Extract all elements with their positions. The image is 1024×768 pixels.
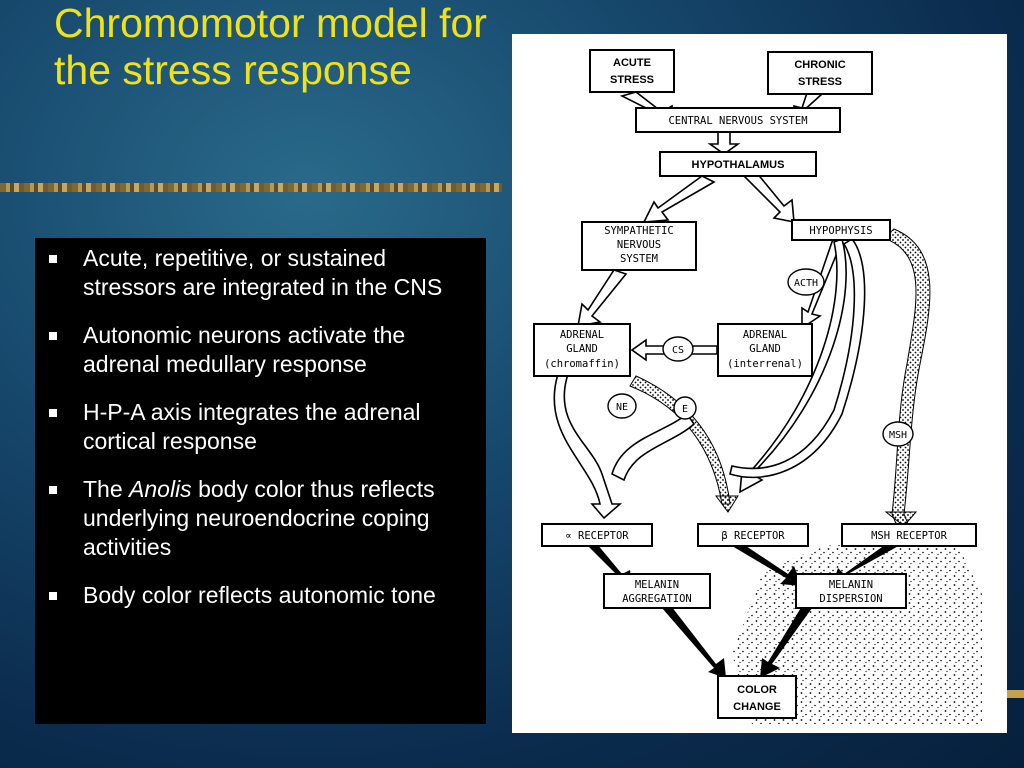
decorative-divider [0, 183, 502, 192]
node-adrenal-chromaffin: ADRENAL GLAND (chromaffin) [533, 323, 631, 377]
node-text: DISPERSION [819, 593, 882, 605]
msh-arrowhead [884, 511, 918, 527]
node-text: GLAND [749, 343, 781, 355]
label-ne [607, 393, 637, 419]
bullet-text-italic: Anolis [129, 476, 192, 502]
arrow-hypothalamus-to-hypophysis [742, 171, 795, 223]
node-text: STRESS [798, 76, 842, 88]
arrow-hypothalamus-to-sympathetic [642, 175, 716, 223]
bullet-item: H-P-A axis integrates the adrenal cortic… [49, 398, 468, 456]
node-text: MSH RECEPTOR [871, 530, 948, 542]
e-arrowhead [715, 495, 739, 513]
bullet-text-pre: The [83, 476, 130, 502]
arrow-ne-split [611, 412, 696, 482]
arrow-hypophysis-loop [729, 237, 866, 479]
label-acth-text: ACTH [794, 278, 818, 289]
bullet-square-icon [49, 592, 57, 600]
node-alpha-receptor: ∝ RECEPTOR [541, 523, 653, 547]
msh-pathway [883, 228, 931, 527]
node-text: GLAND [566, 343, 598, 355]
bullet-item: Body color reflects autonomic tone [49, 581, 468, 610]
bullet-text: Acute, repetitive, or sustained stressor… [83, 245, 443, 300]
label-acth [787, 268, 825, 296]
node-sympathetic-nervous-system: SYMPATHETIC NERVOUS SYSTEM [581, 221, 697, 271]
node-text: SYMPATHETIC [604, 225, 674, 237]
chromomotor-diagram: ACTH CS NE E MSH ACUTE STRESS CHRONIC ST… [512, 34, 1007, 733]
label-ne-text: NE [616, 402, 628, 413]
node-text: NERVOUS [617, 239, 661, 251]
arrow-dispersion-to-color [760, 606, 812, 678]
node-text: β RECEPTOR [721, 530, 785, 542]
arrow-ne-to-alpha [553, 373, 623, 520]
label-e-text: E [682, 404, 688, 415]
node-adrenal-interrenal: ADRENAL GLAND (interrenal) [717, 323, 813, 377]
node-melanin-dispersion: MELANIN DISPERSION [795, 573, 907, 609]
node-text: ACUTE [613, 57, 651, 69]
bullet-panel: Acute, repetitive, or sustained stressor… [35, 238, 486, 724]
bullet-item: The Anolis body color thus reflects unde… [49, 475, 468, 562]
bullet-square-icon [49, 486, 57, 494]
slide-title: Chromomotor model for the stress respons… [54, 0, 487, 94]
bullet-square-icon [49, 332, 57, 340]
node-text: (chromaffin) [544, 358, 620, 370]
node-text: SYSTEM [620, 253, 658, 265]
diagram-svg: ACTH CS NE E MSH ACUTE STRESS CHRONIC ST… [533, 49, 982, 724]
label-cs [662, 336, 694, 362]
node-text: HYPOTHALAMUS [692, 159, 785, 171]
label-e [673, 396, 697, 420]
node-color-change: COLOR CHANGE [717, 675, 797, 719]
bullet-text: H-P-A axis integrates the adrenal cortic… [83, 399, 421, 454]
node-text: ADRENAL [560, 329, 604, 341]
bullet-text-post: body color thus reflects underlying neur… [83, 476, 435, 560]
node-text: CHANGE [733, 701, 781, 713]
node-beta-receptor: β RECEPTOR [697, 523, 809, 547]
decorative-accent-bar [1006, 690, 1024, 698]
node-hypophysis: HYPOPHYSIS [791, 219, 891, 241]
node-central-nervous-system: CENTRAL NERVOUS SYSTEM [635, 107, 841, 133]
bullet-square-icon [49, 409, 57, 417]
bullet-text: Autonomic neurons activate the adrenal m… [83, 322, 406, 377]
label-msh-text: MSH [889, 430, 907, 441]
arrow-cns-to-hypothalamus [707, 131, 741, 155]
arrow-aggregation-to-color [662, 602, 726, 678]
arrow-sympathetic-to-adrenal [577, 269, 628, 327]
node-text: (interrenal) [727, 358, 803, 370]
label-cs-text: CS [672, 345, 684, 356]
bullet-square-icon [49, 255, 57, 263]
bullet-item: Acute, repetitive, or sustained stressor… [49, 244, 468, 302]
node-text: CHRONIC [794, 59, 845, 71]
node-melanin-aggregation: MELANIN AGGREGATION [603, 573, 711, 609]
bullet-item: Autonomic neurons activate the adrenal m… [49, 321, 468, 379]
label-msh [882, 421, 914, 447]
node-text: STRESS [610, 74, 654, 86]
node-text: HYPOPHYSIS [809, 225, 872, 237]
node-msh-receptor: MSH RECEPTOR [841, 523, 977, 547]
arrow-msh-to-dispersion [832, 540, 902, 586]
bullet-text: Body color reflects autonomic tone [83, 582, 436, 608]
node-text: ADRENAL [743, 329, 787, 341]
arrow-hypophysis-to-beta [739, 237, 847, 494]
node-text: MELANIN [829, 579, 873, 591]
node-acute-stress: ACUTE STRESS [589, 49, 675, 93]
node-text: CENTRAL NERVOUS SYSTEM [668, 115, 807, 127]
node-text: ∝ RECEPTOR [565, 530, 629, 542]
node-hypothalamus: HYPOTHALAMUS [659, 151, 817, 177]
node-text: AGGREGATION [622, 593, 692, 605]
node-text: COLOR [737, 684, 777, 696]
node-text: MELANIN [635, 579, 679, 591]
bullet-list: Acute, repetitive, or sustained stressor… [35, 238, 486, 610]
node-chronic-stress: CHRONIC STRESS [767, 51, 873, 95]
